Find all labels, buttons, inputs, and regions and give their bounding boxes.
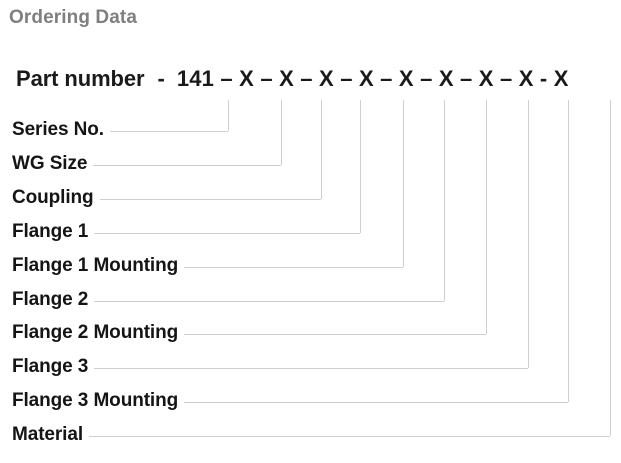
part-number-label: Part number — [16, 66, 145, 91]
legend-label-text: Series No. — [12, 119, 104, 140]
part-number-row: Part number - 141 – X – X – X – X – X – … — [16, 62, 569, 96]
legend-label-text: Coupling — [12, 186, 94, 208]
legend-label-text: Flange 2 — [12, 288, 89, 310]
leader-line-horizontal-6 — [94, 300, 444, 302]
leader-line-vertical-3 — [321, 100, 322, 199]
legend-label-9: Flange 3 Mounting — [12, 386, 178, 416]
leader-line-vertical-9 — [568, 100, 569, 402]
leader-line-horizontal-8 — [94, 367, 528, 369]
leader-line-vertical-1 — [228, 100, 229, 131]
legend-label-1: Series No. — [12, 115, 104, 145]
legend-label-5: Flange 1 Mounting — [12, 251, 178, 281]
leader-line-horizontal-1 — [110, 130, 228, 132]
legend-label-7: Flange 2 Mounting — [12, 318, 178, 348]
legend-label-10: Material — [12, 420, 83, 450]
leader-line-vertical-7 — [486, 100, 487, 334]
legend-label-6: Flange 2 — [12, 285, 88, 315]
legend-label-text: Flange 3 Mounting — [12, 390, 179, 412]
part-number-code: 141 – X – X – X – X – X – X – X – X - X — [176, 66, 569, 91]
legend-label-text: Material — [12, 424, 84, 446]
leader-line-horizontal-10 — [89, 435, 610, 437]
leader-line-vertical-2 — [281, 100, 282, 165]
part-number-separator: - — [157, 66, 165, 91]
legend-label-2: WG Size — [12, 149, 87, 179]
legend-label-text: Flange 1 Mounting — [12, 254, 179, 276]
leader-line-horizontal-5 — [184, 266, 403, 268]
leader-line-vertical-10 — [610, 100, 611, 436]
leader-line-vertical-4 — [360, 100, 361, 233]
legend-label-8: Flange 3 — [12, 352, 88, 382]
page-title: Ordering Data — [9, 7, 137, 28]
leader-line-vertical-6 — [444, 100, 445, 301]
legend-label-3: Coupling — [12, 183, 94, 213]
leader-line-horizontal-4 — [94, 232, 360, 234]
leader-line-vertical-8 — [528, 100, 529, 368]
leader-line-vertical-5 — [403, 100, 404, 267]
leader-line-horizontal-2 — [93, 164, 281, 166]
legend-label-text: Flange 3 — [12, 356, 89, 378]
leader-line-horizontal-7 — [184, 333, 486, 335]
legend-label-text: Flange 2 Mounting — [12, 322, 179, 344]
legend-label-4: Flange 1 — [12, 217, 88, 247]
legend-label-text: WG Size — [12, 152, 88, 174]
leader-line-horizontal-3 — [100, 198, 321, 200]
leader-line-horizontal-9 — [184, 401, 568, 403]
legend-label-text: Flange 1 — [12, 220, 89, 242]
